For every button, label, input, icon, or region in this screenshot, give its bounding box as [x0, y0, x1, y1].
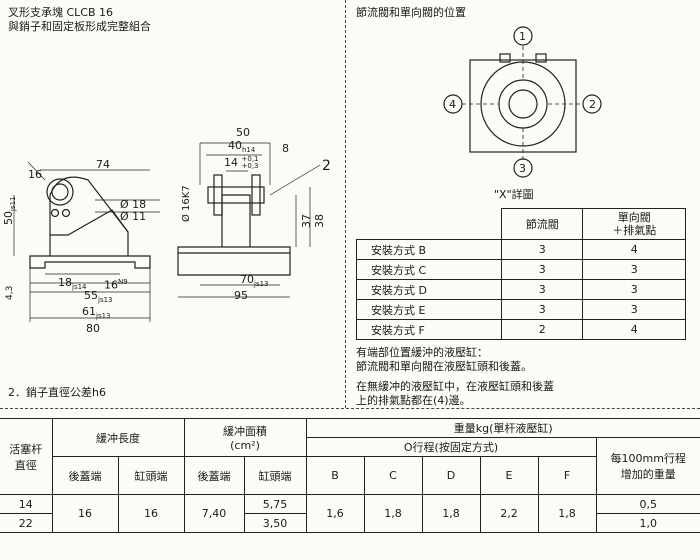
dim-r70: 70js13: [240, 273, 269, 289]
vertical-divider: [345, 0, 346, 408]
per100-header: 每100mm行程增加的重量: [595, 437, 700, 495]
pin-tolerance-note: 2．銷子直徑公差h6: [8, 386, 106, 399]
dim-4-3: 4,3: [5, 285, 15, 300]
horizontal-divider: [0, 408, 700, 409]
front-view-drawing: [177, 142, 321, 298]
position-4-label: 4: [449, 98, 456, 111]
dim-r37: 37: [300, 214, 313, 228]
side-view-drawing: [13, 161, 160, 322]
dim-18b: 18js14: [58, 276, 87, 292]
note-line: 上的排氣點都在(4)邊。: [356, 394, 471, 407]
position-1-label: 1: [519, 30, 526, 43]
callout-2: 2: [322, 158, 331, 174]
dim-61: 61js13: [82, 305, 111, 321]
table-row: 22 3,50 1,0: [0, 513, 700, 533]
dim-74: 74: [96, 158, 110, 171]
cushion-area-header: 緩冲面積(cm²): [183, 418, 307, 457]
note-line: 在無緩冲的液壓缸中，在液壓缸頭和後蓋: [356, 380, 554, 393]
left-title: 叉形支承塊 CLCB 16: [8, 6, 114, 19]
col-throttle: 節流閥: [501, 208, 584, 240]
table-row: 14 16 16 7,40 5,75 1,6 1,8 1,8 2,2 1,8 0…: [0, 494, 700, 533]
dim-r38: 38: [313, 214, 326, 228]
dim-18: Ø 18: [120, 198, 147, 211]
dim-16b: 16N9: [104, 278, 128, 292]
dim-80: 80: [86, 322, 100, 335]
cushion-length-header: 緩冲長度: [51, 418, 185, 457]
note-line: 有端部位置緩沖的液壓缸：: [356, 346, 488, 359]
dim-r8: 8: [282, 142, 289, 155]
notes-block: 有端部位置緩沖的液壓缸：節流閥和單向閥在液壓缸頭和後蓋。 在無緩冲的液壓缸中，在…: [356, 346, 686, 414]
dim-50: 50js11: [2, 196, 18, 226]
dim-r14: 14 +0,1 +0,3: [224, 155, 259, 170]
x-view-caption: "X"詳圖: [494, 188, 534, 201]
right-title: 節流閥和單向閥的位置: [356, 6, 466, 19]
dim-r95: 95: [234, 289, 248, 302]
dim-r50: 50: [236, 126, 250, 139]
dim-r40: 40h14: [228, 139, 256, 155]
position-2-label: 2: [589, 98, 596, 111]
left-subtitle: 與銷子和固定板形成完整組合: [8, 20, 151, 33]
position-3-label: 3: [519, 162, 526, 175]
dim-11: Ø 11: [120, 210, 147, 223]
weight-header: 重量kg(單杆液壓缸): [305, 418, 700, 438]
note-line: 節流閥和單向閥在液壓缸頭和後蓋。: [356, 360, 532, 373]
x-view-drawing: [443, 26, 602, 178]
dim-r16k7: Ø 16K7: [181, 185, 192, 222]
weight-table: 活塞杆直徑 緩冲長度 緩冲面積(cm²) 重量kg(單杆液壓缸) O行程(按固定…: [0, 418, 700, 533]
dim-55: 55js13: [84, 289, 113, 305]
stroke-header: O行程(按固定方式): [305, 437, 597, 457]
col-check: 單向閥＋排氣點: [582, 208, 686, 240]
dim-16: 16: [28, 168, 42, 181]
rod-header: 活塞杆直徑: [0, 418, 53, 495]
